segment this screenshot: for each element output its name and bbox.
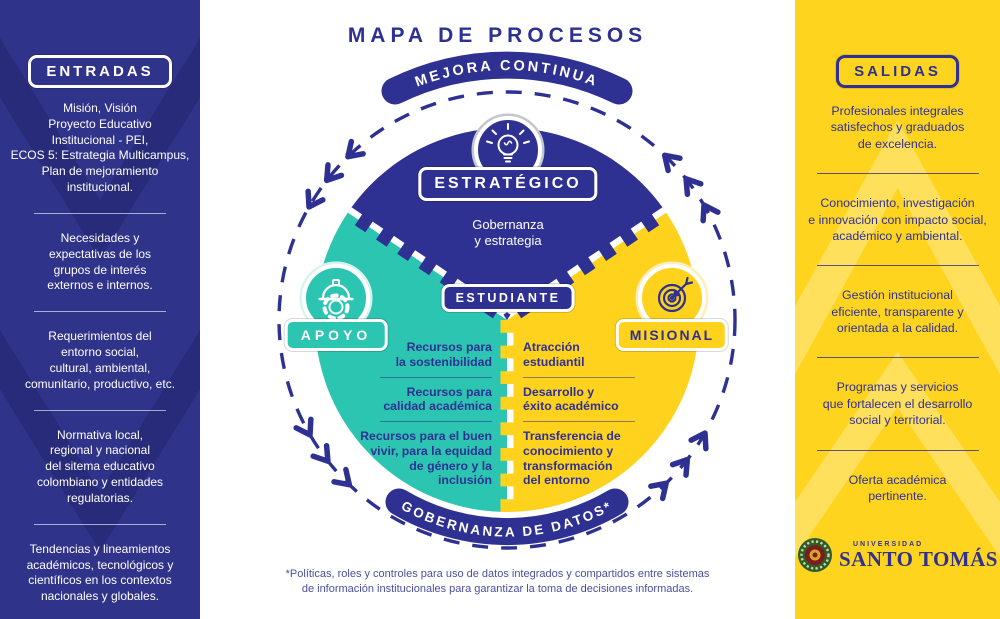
salida-item: Conocimiento, investigación e innovación…	[808, 196, 987, 243]
footnote: *Políticas, roles y controles para uso d…	[285, 568, 710, 595]
target-arrow-icon	[635, 261, 709, 335]
gobernanza-banner	[385, 488, 629, 545]
divider	[523, 421, 635, 422]
salidas-header-label: SALIDAS	[854, 63, 941, 80]
divider	[34, 212, 166, 214]
dashed-cycle-ring	[277, 90, 737, 550]
divider	[816, 173, 979, 175]
university-logo: UNIVERSIDAD SANTO TOMÁS	[797, 537, 998, 573]
apoyo-items: Recursos para la sostenibilidad Recursos…	[322, 340, 492, 488]
university-emblem-icon	[798, 538, 832, 573]
apoyo-label: APOYO	[284, 319, 388, 351]
divider	[816, 357, 979, 359]
divider	[34, 311, 166, 313]
misional-item: Transferencia de conocimiento y transfor…	[523, 429, 621, 488]
entrada-item: Tendencias y lineamientos académicos, te…	[26, 541, 174, 604]
misional-item: Atracción estudiantil	[523, 340, 585, 369]
mejora-continua-banner	[381, 51, 633, 105]
misional-label: MISIONAL	[615, 319, 729, 351]
estrategico-label: ESTRATÉGICO	[418, 167, 598, 201]
salidas-header-box: SALIDAS	[836, 55, 959, 88]
apoyo-item: Recursos para el buen vivir, para la equ…	[360, 429, 492, 488]
salidas-panel: SALIDAS Profesionales integrales satisfe…	[795, 0, 1000, 619]
divider	[523, 376, 635, 378]
entradas-header-box: ENTRADAS	[28, 55, 172, 88]
entrada-item: Normativa local, regional y nacional del…	[36, 427, 164, 505]
divider	[380, 376, 492, 378]
misional-item: Desarrollo y éxito académico	[523, 384, 619, 414]
university-logo-name: SANTO TOMÁS	[839, 546, 998, 571]
estrategico-description: Gobernanza y estrategia	[472, 216, 544, 248]
salida-item: Gestión institucional eficiente, transpa…	[831, 288, 964, 335]
entradas-header-label: ENTRADAS	[46, 63, 154, 80]
university-logo-top: UNIVERSIDAD	[853, 540, 924, 548]
page-title: MAPA DE PROCESOS	[347, 24, 648, 47]
divider	[34, 523, 166, 525]
entrada-item: Necesidades y expectativas de los grupos…	[47, 230, 153, 293]
divider	[816, 265, 979, 267]
university-logo-text: UNIVERSIDAD SANTO TOMÁS	[839, 541, 998, 570]
hardhat-gear-icon	[299, 261, 373, 335]
salida-item: Profesionales integrales satisfechos y g…	[830, 104, 965, 151]
divider	[816, 449, 979, 451]
divider	[380, 421, 492, 422]
apoyo-item: Recursos para calidad académica	[383, 384, 492, 414]
apoyo-item: Recursos para la sostenibilidad	[395, 340, 492, 369]
salida-item: Oferta académica pertinente.	[848, 472, 947, 503]
entrada-item: Misión, Visión Proyecto Educativo Instit…	[10, 101, 190, 195]
estudiante-label: ESTUDIANTE	[441, 284, 575, 312]
misional-items: Atracción estudiantil Desarrollo y éxito…	[523, 340, 681, 488]
counterclockwise-flow-arrows	[293, 138, 721, 502]
entrada-item: Requerimientos del entorno social, cultu…	[24, 329, 176, 391]
divider	[34, 409, 166, 411]
entradas-panel: ENTRADAS Misión, Visión Proyecto Educati…	[0, 0, 200, 619]
salida-item: Programas y servicios que fortalecen el …	[822, 380, 973, 428]
